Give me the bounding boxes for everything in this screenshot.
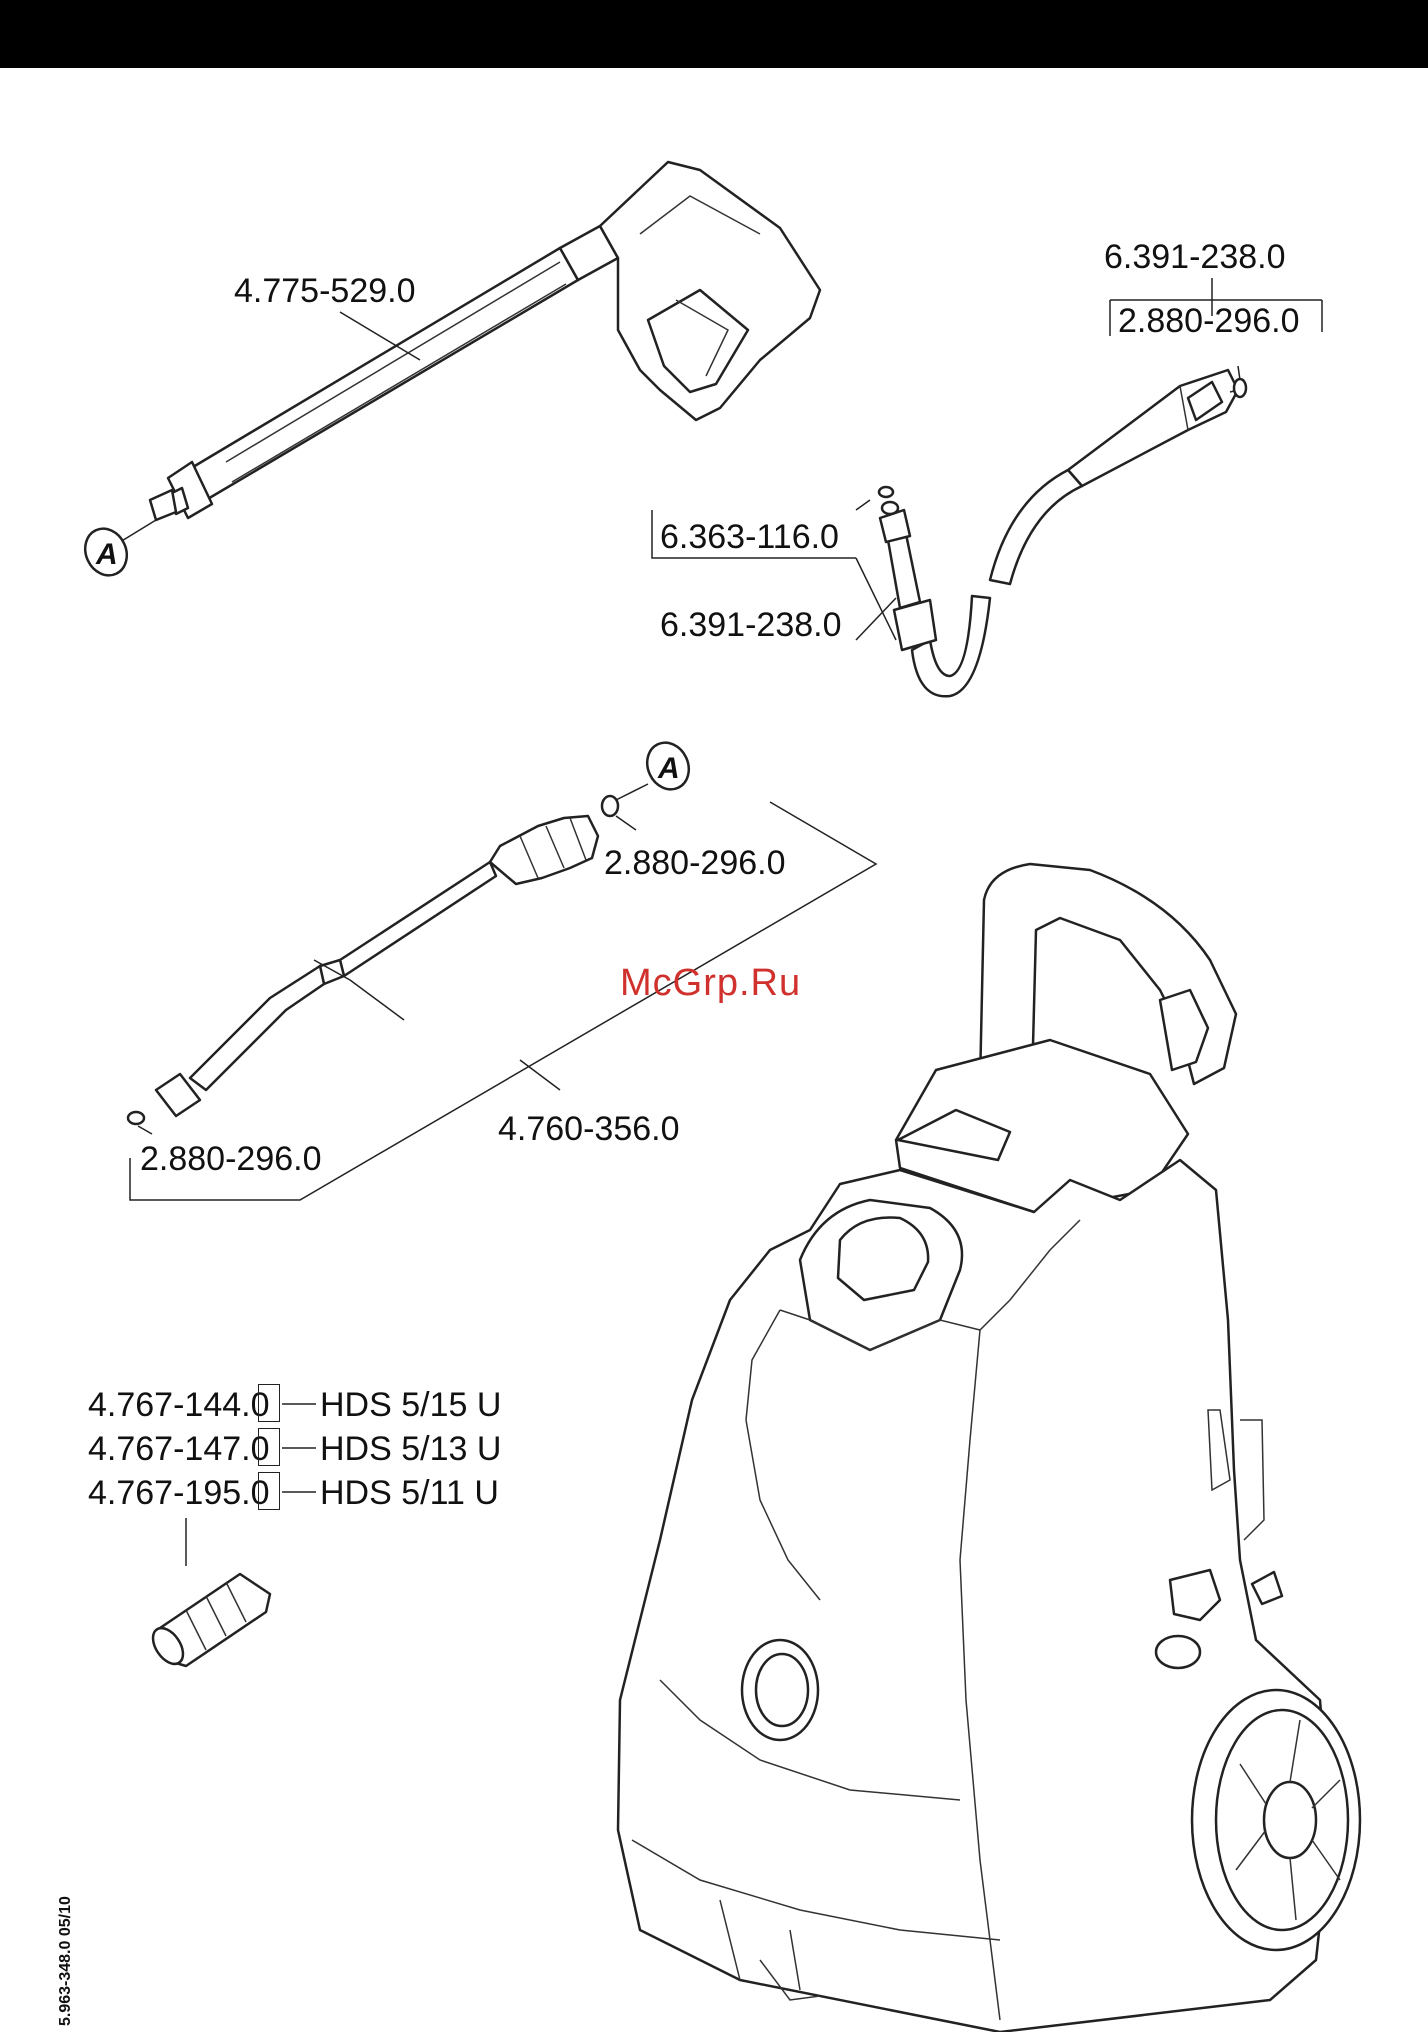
label-lance-oring-bottom: 2.880-296.0 bbox=[140, 1142, 322, 1176]
nozzle-variant-box-3 bbox=[258, 1472, 280, 1510]
nozzle-model-3: HDS 5/11 U bbox=[320, 1476, 499, 1510]
lance-drawing bbox=[128, 796, 618, 1124]
nozzle-model-connectors bbox=[282, 1404, 316, 1492]
label-hose-top-1: 6.391-238.0 bbox=[1104, 240, 1286, 274]
connector-marker-a-mid: A bbox=[640, 736, 697, 796]
label-hose-mid-2: 6.391-238.0 bbox=[660, 608, 842, 642]
nozzle-part-1: 4.767-144.0 bbox=[88, 1388, 270, 1422]
label-lance-oring-top: 2.880-296.0 bbox=[604, 846, 786, 880]
nozzle-part-3: 4.767-195.0 bbox=[88, 1476, 270, 1510]
label-lance-part: 4.760-356.0 bbox=[498, 1112, 680, 1146]
label-hose-mid-1: 6.363-116.0 bbox=[660, 520, 839, 554]
nozzle-variant-box-2 bbox=[258, 1428, 280, 1466]
pressure-washer-drawing bbox=[618, 864, 1360, 2032]
connector-marker-a-top-letter: A bbox=[95, 538, 118, 571]
nozzle-model-1: HDS 5/15 U bbox=[320, 1388, 501, 1422]
nozzle-part-2: 4.767-147.0 bbox=[88, 1432, 270, 1466]
nozzle-drawing bbox=[147, 1518, 270, 1669]
label-hose-top-2: 2.880-296.0 bbox=[1118, 304, 1300, 338]
watermark-text: McGrp.Ru bbox=[620, 964, 801, 1002]
label-gun-part: 4.775-529.0 bbox=[234, 274, 416, 308]
gun-leader-line bbox=[340, 312, 420, 360]
document-code: 5.963-348.0 05/10 bbox=[58, 1896, 74, 2026]
connector-marker-a-top: A bbox=[78, 522, 135, 582]
connector-marker-a-mid-letter: A bbox=[657, 752, 680, 785]
nozzle-variant-box-1 bbox=[258, 1384, 280, 1422]
hose-drawing bbox=[879, 370, 1246, 696]
spray-gun-drawing bbox=[120, 162, 820, 542]
nozzle-model-2: HDS 5/13 U bbox=[320, 1432, 501, 1466]
